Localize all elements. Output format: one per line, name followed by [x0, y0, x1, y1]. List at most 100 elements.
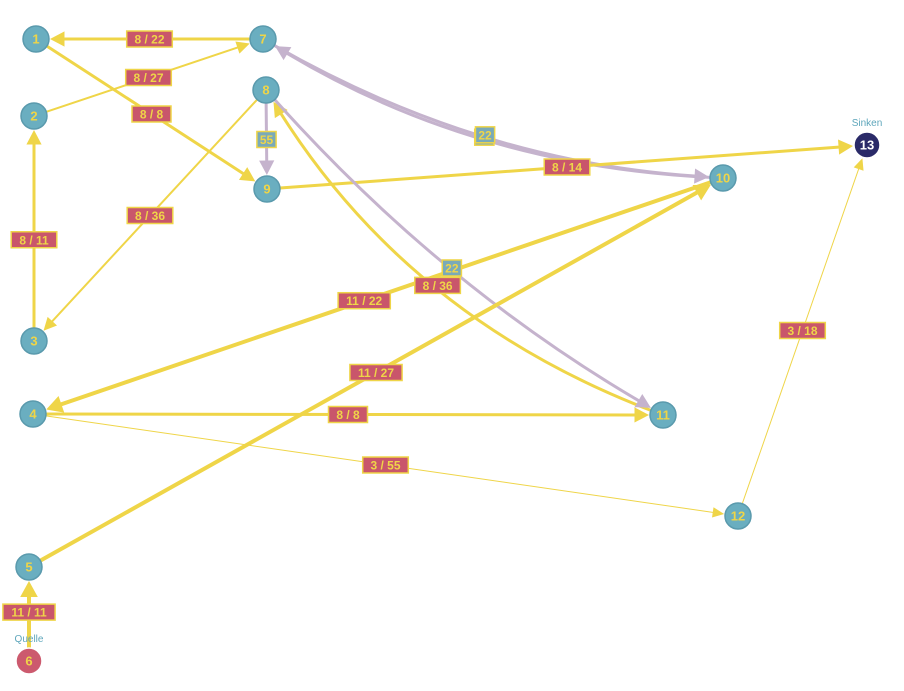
- node-6[interactable]: 6 Quelle: [15, 634, 44, 675]
- edge-label-text: 11 / 22: [346, 294, 382, 308]
- node-9[interactable]: 9: [253, 175, 281, 203]
- edge-label-box: [337, 291, 392, 310]
- edge-labels-layer: 8 / 228 / 278 / 88 / 118 / 365536228 / 1…: [2, 30, 827, 621]
- node-circle: [853, 131, 881, 159]
- node-circle: [19, 400, 47, 428]
- arrowhead: [712, 507, 725, 518]
- node-circle: [20, 327, 48, 355]
- node-circle: [15, 553, 43, 581]
- edge-10-7: [275, 46, 712, 179]
- arrowhead: [26, 130, 42, 145]
- node-circle: [15, 647, 43, 675]
- edge-label-box: [125, 30, 174, 48]
- node-circle: [20, 102, 48, 130]
- arrowhead: [694, 168, 710, 184]
- edge-label-box: [124, 68, 173, 87]
- edge-label-10-4: 11 / 22: [337, 291, 392, 310]
- node-label: 8: [262, 83, 269, 98]
- node-8[interactable]: 8: [252, 76, 280, 104]
- arrowhead: [46, 395, 65, 413]
- arrowhead: [692, 184, 711, 201]
- edge-label-box: [2, 603, 56, 621]
- edge-label-11-8: 8 / 36: [414, 276, 462, 295]
- node-12[interactable]: 12: [724, 502, 752, 530]
- node-label: 10: [716, 171, 730, 186]
- edge-label-2-7: 8 / 27: [124, 68, 173, 87]
- arrowhead: [43, 316, 58, 331]
- node-circle: [649, 401, 677, 429]
- edge-7-10: [272, 43, 710, 184]
- node-11[interactable]: 11: [649, 401, 677, 429]
- edge-11-8: [273, 101, 653, 412]
- edge-label-box: [256, 130, 277, 149]
- edge-label-8-11: 22: [441, 259, 463, 277]
- edge-label-text: 3 / 18: [787, 324, 817, 338]
- node-4[interactable]: 4: [19, 400, 47, 428]
- edge-label-box: [543, 158, 591, 176]
- edge-label-text: 11 / 11: [11, 606, 47, 620]
- edge-label-text: 22: [478, 128, 492, 142]
- arrowhead: [634, 394, 651, 408]
- node-role-tag: Sinken: [852, 118, 883, 129]
- edge-label-8-9: 55: [256, 130, 277, 149]
- node-circle: [253, 175, 281, 203]
- edge-line: [273, 98, 640, 403]
- edge-3-2: [26, 130, 42, 330]
- edge-label-box: [474, 126, 496, 144]
- arrowhead: [259, 160, 275, 176]
- node-label: 11: [656, 408, 670, 423]
- edge-label-12-13: 3 / 18: [778, 321, 827, 340]
- edge-label-9-13: 8 / 14: [543, 158, 591, 176]
- edge-label-text: 8 / 8: [140, 108, 164, 122]
- node-label: 12: [731, 509, 745, 524]
- node-label: 2: [30, 109, 37, 124]
- edge-label-4-11: 8 / 8: [327, 405, 369, 424]
- node-role-tag: Quelle: [15, 634, 44, 645]
- edge-label-box: [441, 259, 463, 277]
- arrowhead: [853, 158, 864, 171]
- edge-label-7-1: 8 / 22: [125, 30, 174, 48]
- node-circle: [252, 76, 280, 104]
- edge-label-box: [778, 321, 827, 340]
- node-label: 13: [860, 138, 874, 153]
- edge-label-6-5: 11 / 11: [2, 603, 56, 621]
- edge-label-text: 8 / 14: [552, 161, 582, 175]
- edge-line: [285, 52, 712, 179]
- node-13[interactable]: 13 Sinken: [852, 118, 883, 159]
- node-10[interactable]: 10: [709, 164, 737, 192]
- arrowhead: [273, 101, 288, 119]
- edge-label-box: [327, 405, 369, 424]
- node-label: 4: [29, 407, 37, 422]
- edge-label-text: 55: [260, 133, 274, 147]
- node-circle: [709, 164, 737, 192]
- node-1[interactable]: 1: [22, 25, 50, 53]
- node-circle: [22, 25, 50, 53]
- edge-label-box: [414, 276, 462, 295]
- edge-label-8-3: 8 / 36: [126, 206, 174, 225]
- edge-line: [279, 112, 653, 412]
- edge-label-box: [349, 363, 403, 382]
- edge-label-4-12: 3 / 55: [361, 456, 410, 474]
- node-label: 3: [30, 334, 37, 349]
- edge-label-text: 3 / 55: [370, 459, 400, 473]
- node-3[interactable]: 3: [20, 327, 48, 355]
- arrowhead: [20, 581, 38, 597]
- edge-label-text: 8 / 27: [133, 71, 163, 85]
- node-7[interactable]: 7: [249, 25, 277, 53]
- arrowhead: [50, 31, 65, 47]
- node-label: 6: [25, 654, 32, 669]
- edge-label-box: [126, 206, 174, 225]
- edge-label-text: 8 / 36: [423, 279, 453, 293]
- edge-label-box: [131, 105, 172, 123]
- edge-8-11: [273, 98, 651, 408]
- edge-label-7-10: 22: [474, 126, 496, 144]
- node-2[interactable]: 2: [20, 102, 48, 130]
- arrowhead: [238, 167, 256, 182]
- node-5[interactable]: 5: [15, 553, 43, 581]
- edge-label-3-2: 8 / 11: [10, 231, 58, 249]
- edge-label-text: 8 / 22: [134, 33, 164, 47]
- node-label: 1: [32, 32, 39, 47]
- arrowhead: [634, 407, 649, 423]
